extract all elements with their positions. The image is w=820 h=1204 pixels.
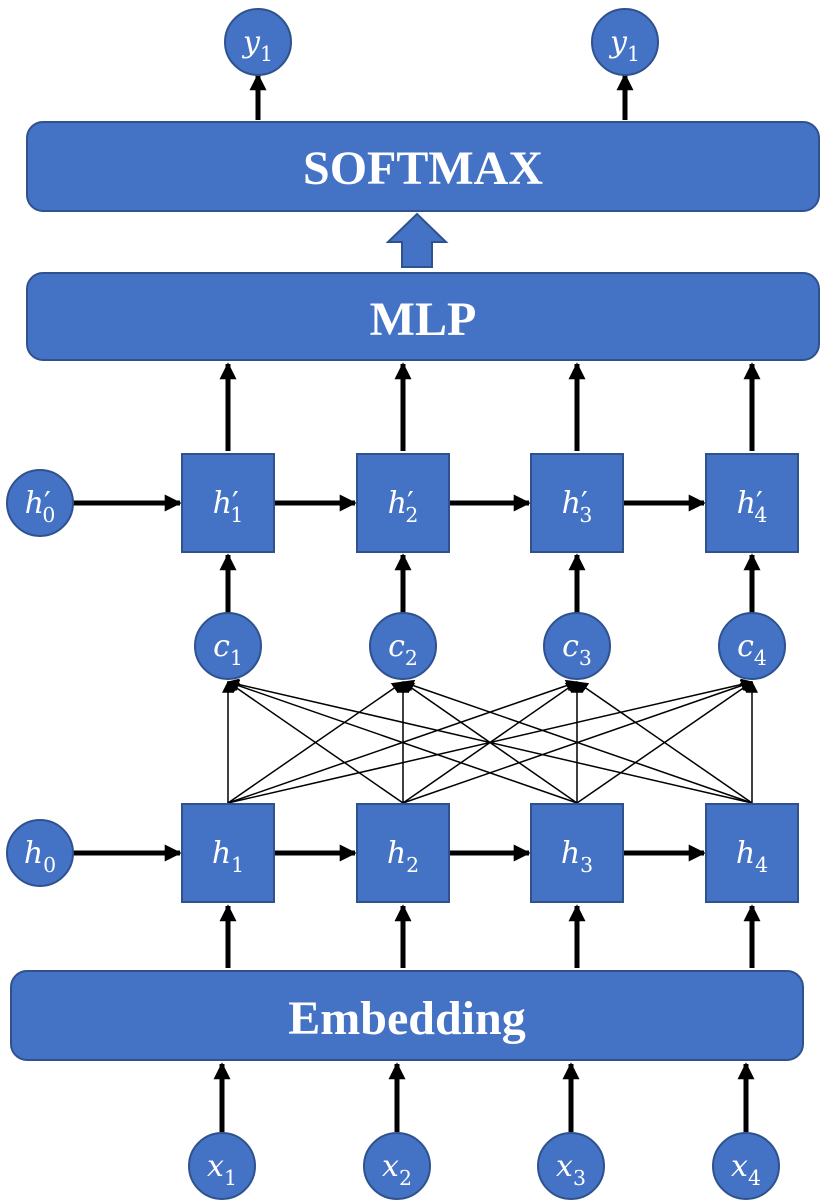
node-label: h1 bbox=[212, 836, 244, 877]
attention-edge-h2-c1 bbox=[227, 681, 404, 804]
h0-node: h0 bbox=[6, 819, 74, 887]
h-node-2: h2 bbox=[356, 803, 450, 903]
context-node-c2: c2 bbox=[369, 612, 437, 680]
node-label: x1 bbox=[207, 1149, 237, 1190]
node-label: h′1 bbox=[213, 486, 244, 527]
context-node-c1: c1 bbox=[194, 612, 262, 680]
mlp-label: MLP bbox=[370, 293, 477, 346]
input-node-x1: x1 bbox=[188, 1132, 256, 1200]
hprime-node-3: h′3 bbox=[530, 453, 624, 553]
output-node-y2: y1 bbox=[591, 8, 659, 76]
h-node-3: h3 bbox=[530, 803, 624, 903]
node-label: y1 bbox=[608, 25, 640, 66]
hprime-node-2: h′2 bbox=[356, 453, 450, 553]
hprime-node-1: h′1 bbox=[181, 453, 275, 553]
h-node-4: h4 bbox=[705, 803, 799, 903]
node-label: c3 bbox=[562, 629, 592, 670]
node-label: h0 bbox=[24, 836, 56, 877]
node-label: x2 bbox=[382, 1149, 412, 1190]
node-label: h′0 bbox=[25, 486, 56, 527]
node-label: c2 bbox=[388, 629, 418, 670]
mlp-to-softmax-arrow bbox=[385, 212, 449, 268]
input-node-x4: x4 bbox=[712, 1132, 780, 1200]
node-label: x3 bbox=[556, 1149, 586, 1190]
attention-edge-h3-c1 bbox=[226, 679, 578, 804]
attention-edge-h4-c1 bbox=[226, 678, 753, 804]
embedding-layer: Embedding bbox=[10, 970, 804, 1061]
embedding-label: Embedding bbox=[288, 992, 525, 1045]
input-node-x2: x2 bbox=[363, 1132, 431, 1200]
nodes: y1 y1 h′0 h′1 h′2 h′3 h′4 c1 c2 c3 c4 h0 h1 h2 h3 h4 x1 x… bbox=[6, 8, 799, 1200]
attention-edge-h4-c2 bbox=[401, 679, 753, 804]
node-label: h′4 bbox=[737, 486, 768, 527]
softmax-layer: SOFTMAX bbox=[26, 121, 820, 212]
hprime-node-4: h′4 bbox=[705, 453, 799, 553]
node-label: h4 bbox=[736, 836, 768, 877]
node-label: h2 bbox=[387, 836, 419, 877]
output-node-y1: y1 bbox=[224, 8, 292, 76]
node-label: c1 bbox=[213, 629, 243, 670]
hprime0-node: h′0 bbox=[6, 469, 74, 537]
node-label: x4 bbox=[731, 1149, 761, 1190]
node-label: y1 bbox=[241, 25, 273, 66]
node-label: h3 bbox=[561, 836, 593, 877]
node-label: c4 bbox=[737, 629, 767, 670]
context-node-c4: c4 bbox=[718, 612, 786, 680]
mlp-layer: MLP bbox=[26, 272, 820, 361]
h-node-1: h1 bbox=[181, 803, 275, 903]
attention-edge-h4-c3 bbox=[576, 681, 753, 804]
input-node-x3: x3 bbox=[537, 1132, 605, 1200]
node-label: h′2 bbox=[388, 486, 419, 527]
node-label: h′3 bbox=[562, 486, 593, 527]
softmax-label: SOFTMAX bbox=[303, 142, 543, 195]
context-node-c3: c3 bbox=[543, 612, 611, 680]
edges bbox=[73, 73, 761, 1132]
